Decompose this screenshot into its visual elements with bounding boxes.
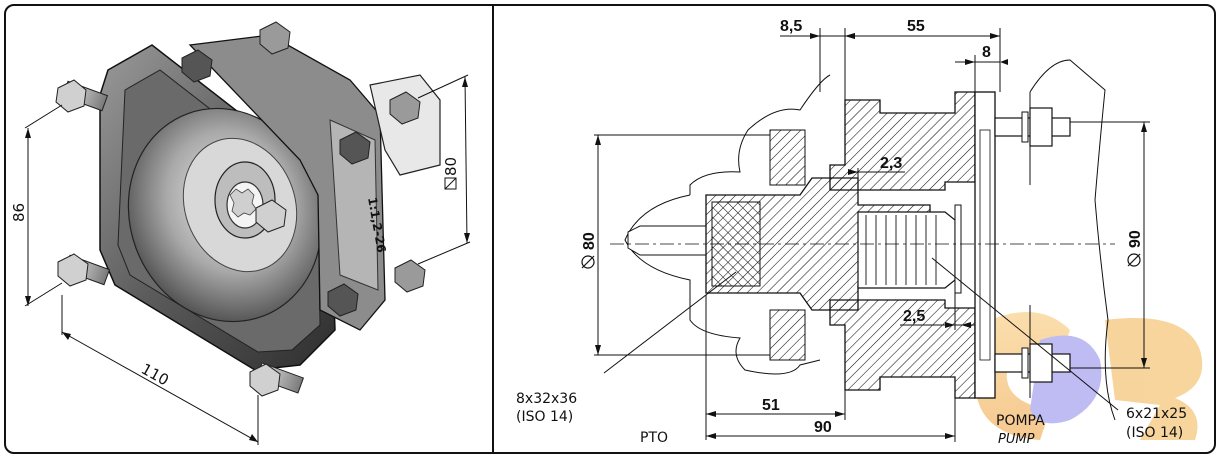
pump-shaft: [857, 211, 956, 289]
dim-80-iso-text: 80: [442, 157, 460, 176]
bolt-mid-left: [57, 253, 111, 287]
bolt-bottom: [249, 362, 305, 397]
leader-pto-spline: [603, 271, 737, 374]
dim-8-5-text: 8,5: [780, 18, 802, 35]
rear-rib: [329, 119, 379, 291]
dim-dia-80-text: 80: [581, 232, 598, 250]
panel-divider: [492, 4, 494, 454]
pto-label: PTO: [640, 430, 668, 446]
dim-8: 8: [955, 44, 1008, 92]
dim-51: 51: [705, 295, 846, 440]
pump-label-it: POMPA: [996, 413, 1045, 429]
dim-90-text: 90: [814, 419, 832, 436]
dim-dia-80: 80: [581, 134, 770, 356]
bolt-rear-top: [259, 21, 291, 55]
dim-90: 90: [706, 398, 956, 442]
rear-shaft: [369, 74, 441, 176]
dim-8-5: 8,5: [780, 18, 1000, 100]
section-view: 8,5 55 8 2,3 2,5: [516, 18, 1203, 447]
bolt-rear-right: [181, 49, 426, 317]
pto-spline-spec: 8x32x36: [516, 391, 577, 407]
pto-cutline-top: [689, 74, 831, 195]
dim-51-text: 51: [762, 397, 780, 414]
pto-shaft: [627, 225, 707, 256]
bolt-bottom-section: [994, 343, 1071, 383]
pump-spline-std: (ISO 14): [1126, 425, 1183, 441]
spline-teeth: [229, 188, 257, 218]
pto-seal-bot: [769, 309, 806, 361]
dim-2-3-text: 2,3: [880, 155, 902, 172]
adapter-plate-inner: [979, 129, 991, 361]
pump-cutline: [1029, 59, 1116, 421]
bolt-top-left: [55, 79, 109, 113]
dim-2-3: 2,3: [848, 155, 905, 205]
pump-spline-lines: [865, 215, 937, 285]
dim-55-text: 55: [907, 18, 925, 35]
flange-section-top: [829, 91, 976, 191]
dim-80-iso: 80: [417, 74, 471, 265]
drawing-frame: [4, 4, 1216, 454]
isometric-view: 1:1,2-26: [10, 21, 471, 445]
pump-label-en: PUMP: [998, 432, 1035, 447]
dim-2-5-text: 2,5: [903, 308, 925, 325]
pump-spline-spec: 6x21x25: [1126, 406, 1187, 422]
circlip: [954, 204, 962, 294]
dim-dia-90-text: 90: [1127, 230, 1144, 248]
dim-8-text: 8: [982, 44, 991, 61]
dim-86: 86: [10, 104, 63, 307]
rear-housing: [188, 34, 386, 331]
pto-seal-top: [769, 129, 806, 186]
bolt-center: [255, 199, 287, 233]
dim-dia-90: 90: [1070, 121, 1150, 369]
pto-cutline: [624, 194, 821, 375]
leader-pump-spline: [931, 257, 1119, 411]
pto-spline-std: (ISO 14): [516, 409, 573, 425]
dim-86-text: 86: [10, 203, 28, 222]
dim-110-text: 110: [138, 360, 172, 390]
dim-55: 55: [845, 18, 1001, 92]
dim-2-5: 2,5: [900, 293, 975, 330]
bolt-top-section: [994, 107, 1071, 147]
